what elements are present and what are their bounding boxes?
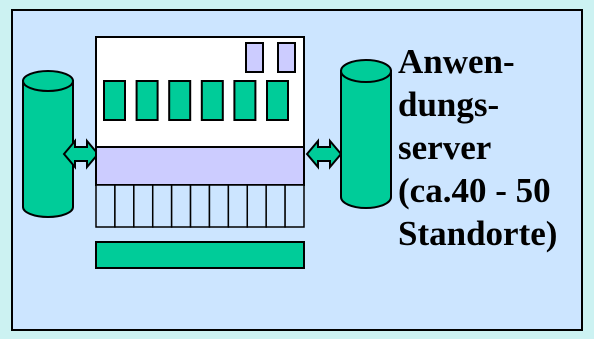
server-base-bar [95, 241, 305, 269]
drive-bay [170, 184, 192, 228]
drive-bay [133, 184, 154, 228]
drive-bay [246, 184, 267, 228]
caption-application-server: Anwen- dungs- server (ca.40 - 50 Standor… [398, 40, 557, 255]
server-module [233, 80, 257, 121]
caption-line: Standorte) [398, 214, 558, 253]
caption-line: Anwen- [398, 42, 515, 81]
server-module [135, 80, 159, 121]
server-modules [103, 80, 289, 121]
server-band [95, 146, 305, 186]
drive-bay [189, 184, 211, 228]
drive-bay [227, 184, 249, 228]
drive-bay [208, 184, 230, 228]
drive-bay [151, 184, 173, 228]
drive-bay [114, 184, 135, 228]
small-slot-1 [245, 42, 264, 73]
drive-bay [284, 184, 305, 228]
server-module [168, 80, 192, 121]
server-module [103, 80, 126, 121]
right-database-cylinder [340, 59, 392, 209]
caption-line: dungs- [398, 85, 500, 124]
caption-line: (ca.40 - 50 [398, 171, 551, 210]
left-database-cylinder [22, 70, 74, 218]
drive-bay [265, 184, 286, 228]
server-rack [95, 36, 305, 269]
drive-bays [95, 184, 305, 228]
server-module [266, 80, 289, 121]
drive-bay [95, 184, 116, 228]
caption-line: server [398, 128, 492, 167]
server-module [200, 80, 224, 121]
small-slot-2 [277, 42, 296, 73]
